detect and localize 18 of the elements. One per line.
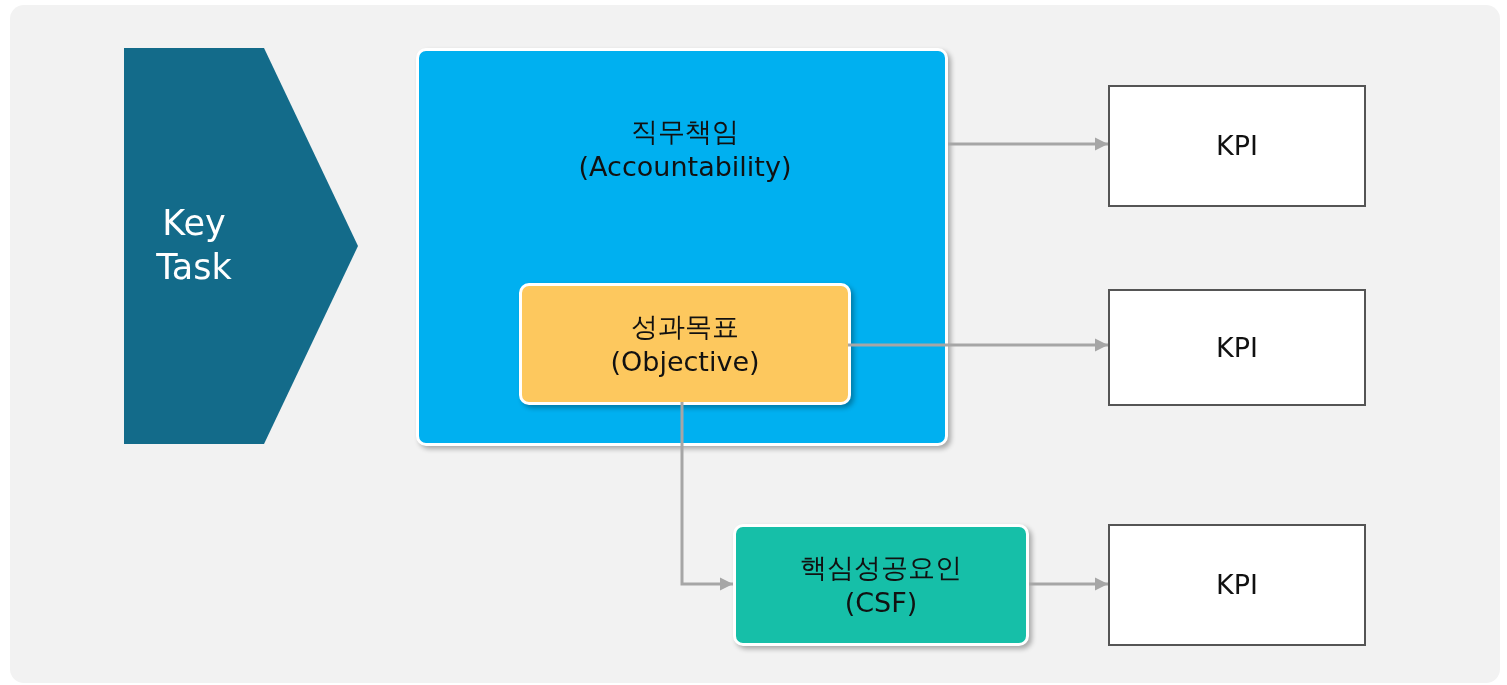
chevron-shape — [124, 48, 358, 444]
kpi-box — [1108, 85, 1366, 207]
box-label: 핵심성공요인 (CSF) — [799, 550, 963, 620]
arrow — [680, 402, 733, 591]
box-label: 직무책임 (Accountability) — [577, 115, 793, 185]
shape-label: Key Task — [155, 202, 233, 289]
box-label: KPI — [1216, 330, 1258, 365]
box-label: KPI — [1216, 129, 1258, 164]
arrow — [1029, 577, 1108, 591]
box-label: KPI — [1216, 568, 1258, 603]
arrow — [848, 338, 1108, 352]
kpi-box — [1108, 289, 1366, 406]
process-box — [733, 524, 1029, 646]
group-box — [416, 48, 948, 446]
process-box — [519, 283, 851, 405]
arrow — [948, 137, 1108, 151]
box-label: 성과목표 (Objective) — [609, 309, 761, 379]
kpi-box — [1108, 524, 1366, 646]
